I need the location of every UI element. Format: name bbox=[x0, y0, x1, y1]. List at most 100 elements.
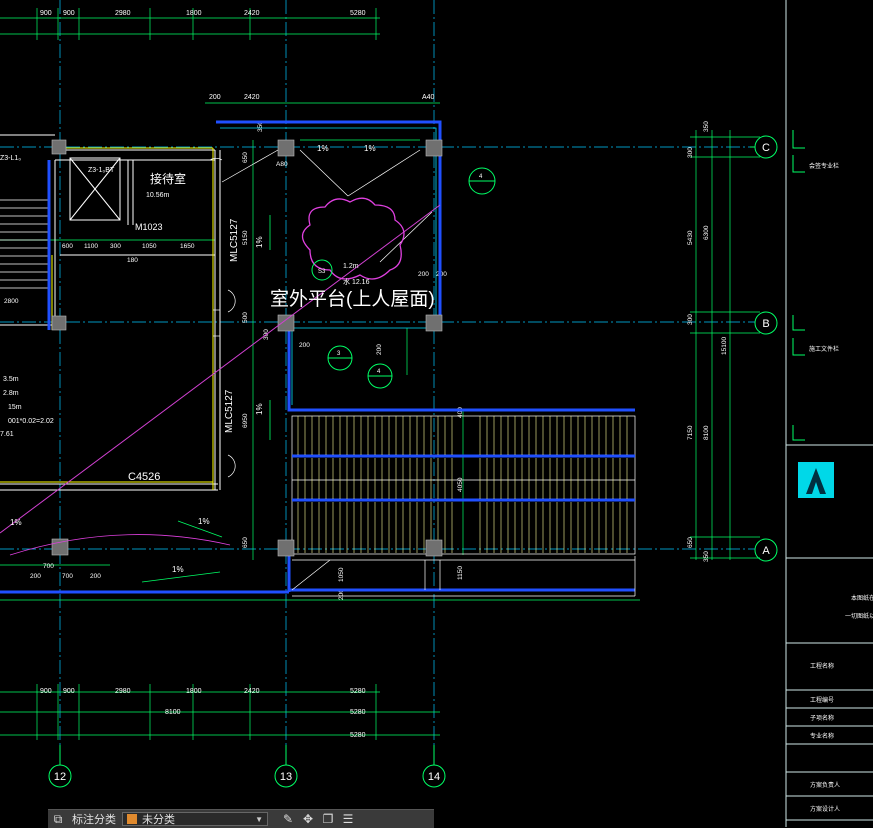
right-dim: 15100 bbox=[721, 337, 728, 355]
right-dim: 300 bbox=[687, 314, 694, 325]
mid-dim: 200 bbox=[436, 271, 447, 278]
title-header-2: 施工文件栏 bbox=[809, 345, 839, 353]
top-dimension-texts: 900 900 2980 1800 2420 5280 200 2420 A40 bbox=[40, 10, 435, 101]
lead2-label: 方案设计人 bbox=[810, 805, 840, 813]
left-dim: 1650 bbox=[180, 243, 195, 250]
mid-dim: 400 bbox=[457, 407, 464, 418]
slope-label: 1% bbox=[255, 403, 264, 415]
axis-bubble bbox=[48, 764, 72, 788]
mid-dim: 200 bbox=[418, 271, 429, 278]
slope-label: 1% bbox=[172, 565, 184, 574]
layer-icon[interactable]: ☰ bbox=[342, 812, 354, 826]
upper-dim: 200 bbox=[209, 94, 221, 101]
note-text: 7.61 bbox=[0, 431, 14, 438]
walls bbox=[0, 134, 221, 491]
chevron-down-icon: ▼ bbox=[255, 814, 263, 824]
note-text: 3.5m bbox=[3, 376, 19, 383]
copy-icon[interactable]: ❐ bbox=[322, 812, 334, 826]
upper-dim: 2420 bbox=[244, 94, 260, 101]
move-icon[interactable]: ✥ bbox=[302, 812, 314, 826]
axis-bubble bbox=[754, 135, 778, 159]
left-stair bbox=[0, 199, 48, 289]
mid-dim: 200 bbox=[376, 344, 383, 355]
note-text: 2.8m bbox=[3, 390, 19, 397]
note-text: 水 12.16 bbox=[343, 277, 370, 286]
small-dim: 200 bbox=[90, 573, 101, 580]
left-dim: 600 bbox=[62, 243, 73, 250]
mid-dim: 350 bbox=[257, 121, 264, 132]
columns bbox=[51, 139, 443, 557]
bottom-dim: 5280 bbox=[350, 709, 366, 716]
top-dim: 900 bbox=[40, 10, 52, 17]
axis-label-bottom: 14 bbox=[428, 771, 440, 783]
mid-dim: 650 bbox=[242, 537, 249, 548]
lower-steps bbox=[291, 556, 636, 597]
top-dim: 1800 bbox=[186, 10, 202, 17]
note-text: 1.2m bbox=[343, 263, 359, 270]
discipline-label: 专业名称 bbox=[810, 732, 834, 740]
top-dim: 5280 bbox=[350, 10, 366, 17]
subitem-label: 子项名称 bbox=[810, 714, 834, 722]
stair-tag: Z3-L1₀ bbox=[0, 155, 21, 162]
window-tag: C4526 bbox=[128, 471, 160, 483]
mlc-tag-bottom: MLC5127 bbox=[224, 389, 235, 433]
title-block bbox=[785, 0, 873, 827]
mid-dim: 6950 bbox=[242, 413, 249, 428]
bottom-dim: 1800 bbox=[186, 688, 202, 695]
bottom-dimension-texts: 900 900 2980 1800 2420 5280 8100 5280 52… bbox=[40, 688, 366, 739]
bottom-dim: 900 bbox=[63, 688, 75, 695]
logo-mark-icon bbox=[806, 468, 826, 494]
mlc-tag-top: MLC5127 bbox=[229, 218, 240, 262]
upper-dim: A40 bbox=[422, 94, 435, 101]
detail-number: 4 bbox=[377, 369, 381, 375]
room-reception-label: 接待室 bbox=[150, 171, 186, 186]
annotate-icon[interactable]: ⧉ bbox=[53, 811, 63, 826]
right-dim: 300 bbox=[687, 147, 694, 158]
axis-grid bbox=[0, 0, 755, 760]
bottom-dim: 5280 bbox=[350, 688, 366, 695]
right-dim: 8100 bbox=[703, 425, 710, 440]
mid-dim: 5150 bbox=[242, 230, 249, 245]
mid-dim: 1150 bbox=[457, 566, 464, 580]
slope-label: 1% bbox=[198, 517, 210, 526]
pen-icon[interactable]: ✎ bbox=[282, 812, 294, 826]
axis-label-right: C bbox=[762, 142, 770, 154]
mid-dimension-texts: 350 650 5150 500 6950 650 400 200 200 20… bbox=[242, 121, 464, 600]
section-line bbox=[0, 204, 441, 534]
axis-bubble bbox=[754, 538, 778, 562]
axis-label-right: B bbox=[762, 318, 769, 330]
small-dim: 700 bbox=[43, 563, 54, 570]
category-select[interactable]: 未分类 ▼ bbox=[122, 812, 268, 826]
bottom-dim: 8100 bbox=[165, 709, 181, 716]
mid-dim: 200 bbox=[338, 589, 345, 600]
mid-dim: 1050 bbox=[338, 567, 345, 582]
lead1-label: 方案负责人 bbox=[810, 781, 840, 789]
platform-label: 室外平台(上人屋面) bbox=[270, 288, 435, 310]
right-dim: 650 bbox=[687, 537, 694, 548]
left-dim: 1050 bbox=[142, 243, 157, 250]
axis-label-bottom: 13 bbox=[280, 771, 292, 783]
left-dim: 1100 bbox=[84, 243, 98, 250]
small-dim: 700 bbox=[62, 573, 73, 580]
title-note-1: 本图纸在 bbox=[851, 594, 873, 602]
left-dim: 2800 bbox=[4, 298, 19, 305]
detail-marker bbox=[311, 259, 333, 281]
bottom-dim: 2980 bbox=[115, 688, 131, 695]
right-dim: 350 bbox=[703, 121, 710, 132]
right-dim: 5430 bbox=[687, 230, 694, 245]
left-dim: 180 bbox=[127, 257, 138, 264]
right-dim: 7150 bbox=[687, 425, 694, 440]
mid-dim: A80 bbox=[276, 161, 288, 168]
mid-dim: 4050 bbox=[457, 477, 464, 492]
axis-bubble bbox=[754, 311, 778, 335]
axis-label-right: A bbox=[762, 545, 770, 557]
slope-label: 1% bbox=[317, 144, 329, 153]
bottom-dim: 2420 bbox=[244, 688, 260, 695]
right-dimension-texts: 350 300 5430 300 7150 650 350 6300 15100… bbox=[687, 121, 728, 562]
project-name-label: 工程名称 bbox=[810, 662, 834, 670]
note-text: 15m bbox=[8, 404, 22, 411]
top-dim: 2420 bbox=[244, 10, 260, 17]
right-dim: 350 bbox=[703, 551, 710, 562]
category-label: 标注分类 bbox=[72, 814, 116, 826]
